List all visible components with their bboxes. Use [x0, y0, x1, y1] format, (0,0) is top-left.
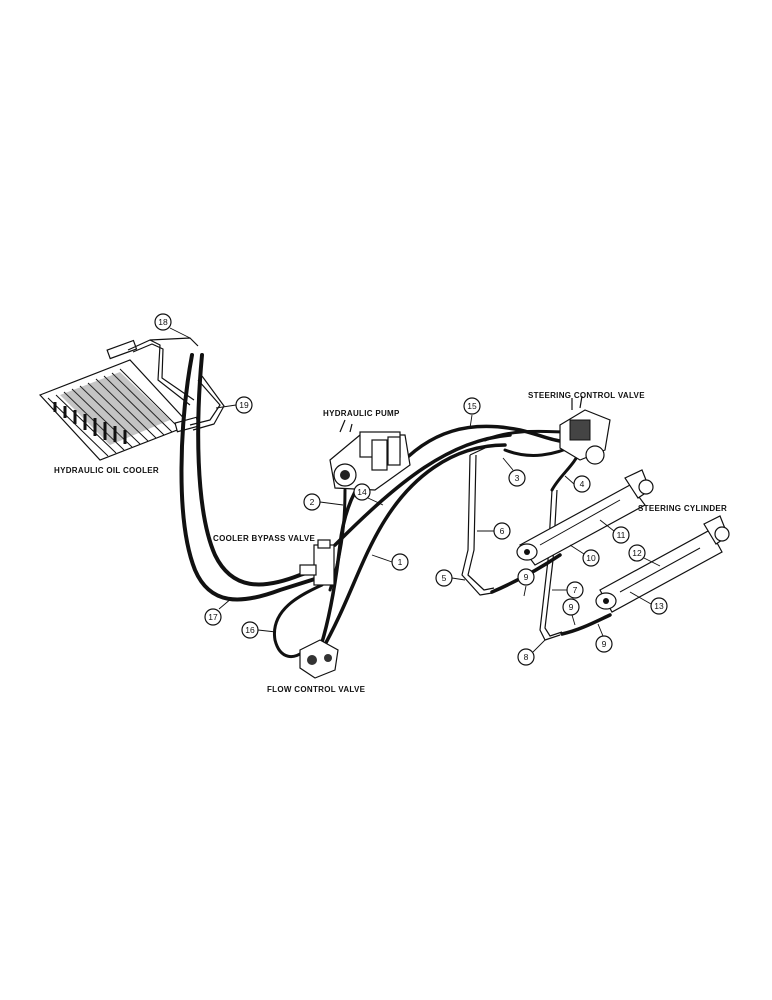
steering-control-valve: [559, 395, 611, 465]
callout-13: 13: [629, 591, 668, 615]
svg-text:19: 19: [239, 400, 249, 410]
callout-1: 1: [371, 553, 409, 571]
svg-text:15: 15: [467, 401, 477, 411]
label-steering-control-valve: STEERING CONTROL VALVE: [528, 391, 645, 400]
callout-17: 17: [204, 597, 233, 626]
flow-control-valve: [299, 639, 339, 679]
callout-4: 4: [564, 475, 591, 493]
svg-text:3: 3: [515, 473, 520, 483]
label-flow-control-valve: FLOW CONTROL VALVE: [267, 685, 366, 694]
callout-8: 8: [517, 639, 546, 666]
callout-9-middle: 9: [562, 598, 580, 626]
cooler-bypass-valve: [299, 539, 335, 586]
callout-16: 16: [241, 621, 277, 639]
svg-text:16: 16: [245, 625, 255, 635]
svg-text:8: 8: [524, 652, 529, 662]
svg-text:18: 18: [158, 317, 168, 327]
hydraulic-oil-cooler: [38, 339, 200, 461]
svg-text:9: 9: [602, 639, 607, 649]
hose-17: [179, 353, 324, 602]
label-cooler-bypass-valve: COOLER BYPASS VALVE: [213, 534, 316, 543]
label-hydraulic-pump: HYDRAULIC PUMP: [323, 409, 400, 418]
svg-text:9: 9: [569, 602, 574, 612]
svg-text:13: 13: [654, 601, 664, 611]
svg-text:11: 11: [617, 530, 626, 540]
hose-9-pair: [490, 553, 612, 636]
callout-7: 7: [552, 581, 584, 599]
callout-2: 2: [303, 493, 344, 511]
svg-text:1: 1: [398, 557, 403, 567]
label-steering-cylinder: STEERING CYLINDER: [638, 504, 727, 513]
svg-text:6: 6: [500, 526, 505, 536]
svg-text:2: 2: [310, 497, 315, 507]
label-hydraulic-oil-cooler: HYDRAULIC OIL COOLER: [54, 466, 159, 475]
callout-6: 6: [477, 522, 511, 540]
svg-text:7: 7: [573, 585, 578, 595]
callout-19: 19: [215, 396, 253, 414]
callout-3: 3: [502, 457, 526, 487]
callout-5: 5: [435, 569, 466, 587]
hose-16: [273, 583, 324, 659]
callout-9-upper: 9: [517, 568, 535, 597]
tube-5: [461, 447, 495, 596]
svg-text:9: 9: [524, 572, 529, 582]
steering-cylinder-upper: [516, 469, 654, 566]
svg-text:10: 10: [586, 553, 596, 563]
callout-11: 11: [599, 519, 630, 544]
callout-10: 10: [569, 544, 600, 567]
svg-text:17: 17: [208, 612, 218, 622]
svg-text:5: 5: [442, 573, 447, 583]
svg-text:12: 12: [632, 548, 642, 558]
svg-text:14: 14: [357, 487, 367, 497]
callout-14: 14: [353, 483, 384, 506]
hydraulic-pump: [329, 419, 411, 491]
callout-9-lower: 9: [595, 623, 613, 653]
callout-15: 15: [463, 397, 481, 429]
svg-text:4: 4: [580, 479, 585, 489]
callout-12: 12: [628, 544, 661, 567]
steering-cylinder-lower: [595, 515, 730, 613]
callout-18: 18: [154, 313, 191, 339]
